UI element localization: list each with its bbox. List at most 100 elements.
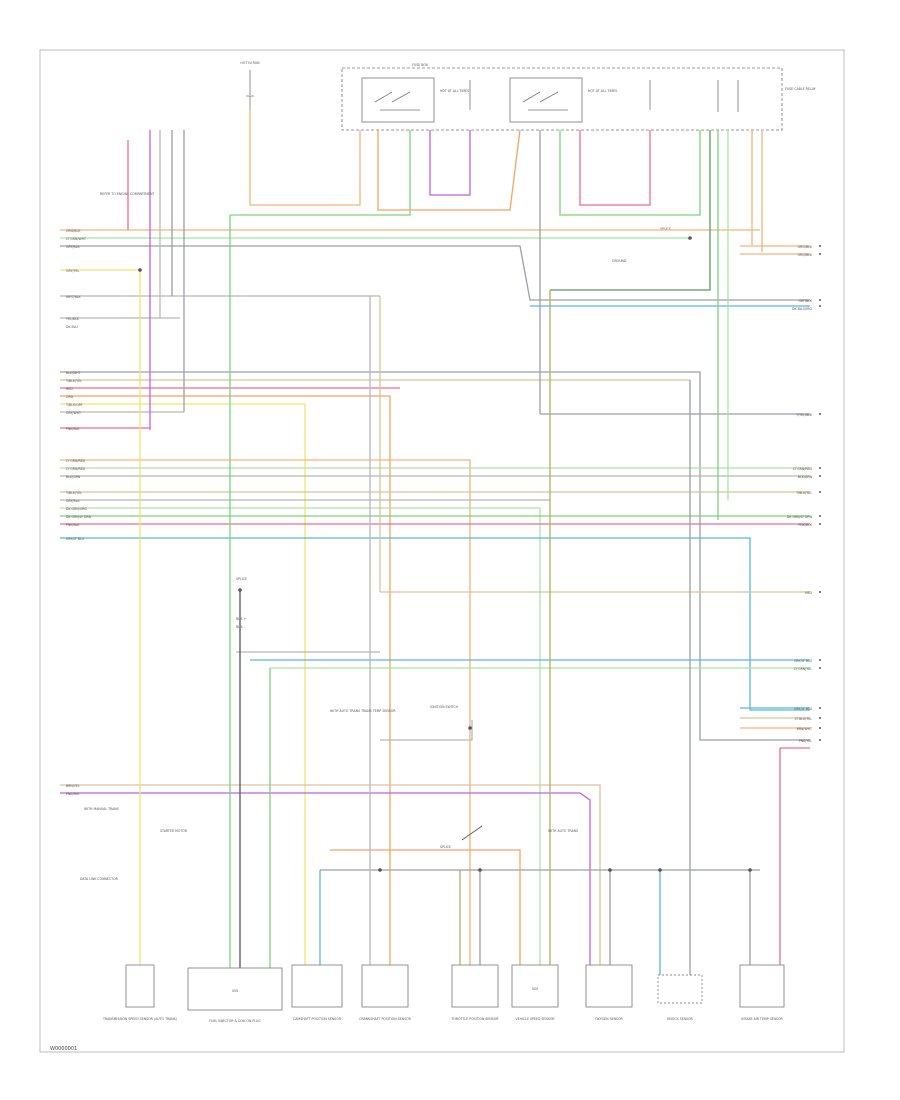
right-d-2: BLK/GRN <box>798 475 813 479</box>
component-box-7 <box>585 964 633 1008</box>
diagram-code: W0000001 <box>50 1046 78 1052</box>
wire-blu-c <box>60 537 810 711</box>
vertical-wires <box>127 110 781 1000</box>
splice-dot-5 <box>608 868 612 872</box>
fuse-symbol-4 <box>717 80 739 112</box>
v-org-left <box>249 110 361 206</box>
middle-notes: SPLICE BUS + BUS - WITH AUTO TRANS TRANS… <box>236 577 459 713</box>
splice-note: SPLICE <box>660 227 671 231</box>
splice-dots <box>138 236 752 872</box>
v-org-330 <box>330 849 521 1000</box>
horizontal-wires <box>60 229 810 1000</box>
right-b-2: DK BLU/ORG <box>792 307 812 311</box>
diagram-border <box>39 49 845 1053</box>
v-grn-top2 <box>559 130 701 216</box>
right-arrow-2 <box>819 253 821 255</box>
left-d-2: PNK/BLK <box>66 792 80 796</box>
right-g-3: BRN/WHT <box>797 727 812 731</box>
component-3-label: CAMSHAFT POSITION SENSOR <box>293 1017 342 1021</box>
bottom-note-b: STARTER MOTOR <box>160 829 188 833</box>
splice-dot-6 <box>658 868 662 872</box>
right-arrow-13 <box>819 667 821 669</box>
left-b-5: T/BLK/GRY <box>65 403 83 407</box>
left-a-1: ORG/BLK <box>66 229 81 233</box>
wire-lt-grn-red-c1 <box>60 459 471 1000</box>
left-b-2: T/BLK/YEL <box>65 379 82 383</box>
component-7-label: OXYGEN SENSOR <box>595 1017 623 1021</box>
relay-2-switch <box>522 91 568 111</box>
left-b-3: RED <box>66 387 73 391</box>
right-b-1: GRY/BLK <box>798 299 812 303</box>
relay-2-box <box>509 77 583 123</box>
left-a-9: YEL/BLK <box>66 317 80 321</box>
component-8-label: KNOCK SENSOR <box>667 1017 693 1021</box>
right-d-4: DK GRN/LT GRN <box>787 515 813 519</box>
component-5-label: THROTTLE POSITION SENSOR <box>450 1017 499 1021</box>
fuse-symbol-1 <box>246 70 254 110</box>
left-a-7: WHT/BLK <box>66 295 82 299</box>
component-box-9 <box>739 964 785 1008</box>
splice-dot-8 <box>468 726 472 730</box>
component-box-2 <box>187 967 283 1011</box>
right-arrow-5 <box>819 413 821 415</box>
wire-gry-b <box>60 403 306 1000</box>
top-labels: HOT IN RUN FUSE BOX HOT AT ALL TIMES HOT… <box>100 61 816 263</box>
relay-1-box <box>361 77 435 123</box>
component-box-4 <box>361 964 409 1008</box>
right-arrow-7 <box>819 475 821 477</box>
splice-dot-9 <box>238 588 242 592</box>
component-box-6 <box>511 964 559 1008</box>
left-labels-c: LT GRN/RED LT GRN/RED BLK/GRN T/BLK/YEL … <box>65 459 92 541</box>
bottom-note-e: DATA LINK CONNECTOR <box>80 877 119 881</box>
right-a-2: ORG/BLK <box>798 253 813 257</box>
left-c-9: GRY/LT BLU <box>66 537 85 541</box>
right-e-1: RED <box>805 591 812 595</box>
splice-center-label: SPLICE <box>236 577 247 581</box>
v-grn-top <box>230 130 411 216</box>
right-arrow-3 <box>819 299 821 301</box>
left-c-4: T/BLK/YEL <box>65 491 82 495</box>
relay-2-label: HOT AT ALL TIMES <box>588 89 617 93</box>
left-note: REFER TO ENGINE COMPARTMENT <box>100 192 154 196</box>
right-arrow-16 <box>819 727 821 729</box>
note-center: WITH AUTO TRANS TRANS TEMP SENSOR <box>330 709 396 713</box>
right-labels: ORG/BLK ORG/BLK GRY/BLK DK BLU/ORG T/YEL… <box>787 245 813 743</box>
component-9-label: INTAKE AIR TEMP SENSOR <box>741 1017 783 1021</box>
left-a-5: GRY/YEL <box>66 269 79 273</box>
left-a-10: DK BLU <box>66 325 78 329</box>
ground-note: GROUND <box>612 259 627 263</box>
splice-dot-4 <box>478 868 482 872</box>
wire-blk-wht-b <box>60 371 810 741</box>
switch-symbol <box>461 825 483 841</box>
right-d-1: LT GRN/RED <box>793 467 813 471</box>
left-c-6: DK GRN/ORG <box>66 507 87 511</box>
right-d-5: PNK/BLK <box>798 523 812 527</box>
right-g-2: LT BLU/YEL <box>795 717 812 721</box>
left-c-1: LT GRN/RED <box>66 459 86 463</box>
right-arrow-11 <box>819 591 821 593</box>
bus-top-b-label: BUS - <box>236 625 245 629</box>
wire-dk-grn-c <box>60 507 541 1000</box>
right-arrow-10 <box>819 523 821 525</box>
right-arrow-1 <box>819 245 821 247</box>
v-vio-top <box>429 130 471 196</box>
splice-dot-1 <box>688 236 692 240</box>
right-arrow-8 <box>819 491 821 493</box>
component-box-8 <box>657 974 703 1004</box>
component-1-label: TRANSMISSION SPEED SENSOR (AUTO TRANS) <box>102 1017 177 1021</box>
fuse-box-outline <box>341 67 783 131</box>
component-box-3 <box>291 964 343 1008</box>
left-b-7: PNK/BLK <box>66 427 80 431</box>
left-a-3: GRY/BLK <box>66 245 80 249</box>
hot-run-label: HOT IN RUN <box>240 61 260 65</box>
v-blk-470 <box>380 720 473 741</box>
right-edge-arrows <box>819 245 821 741</box>
left-c-5: GRY/BLK <box>66 499 80 503</box>
right-a-1: ORG/BLK <box>798 245 813 249</box>
left-b-6: GRY/WHT <box>66 411 81 415</box>
wire-org-b <box>60 395 391 1000</box>
left-c-7: DK GRN/LT GRN <box>66 515 92 519</box>
relay-1-label: HOT AT ALL TIMES <box>440 89 469 93</box>
right-arrow-15 <box>819 717 821 719</box>
